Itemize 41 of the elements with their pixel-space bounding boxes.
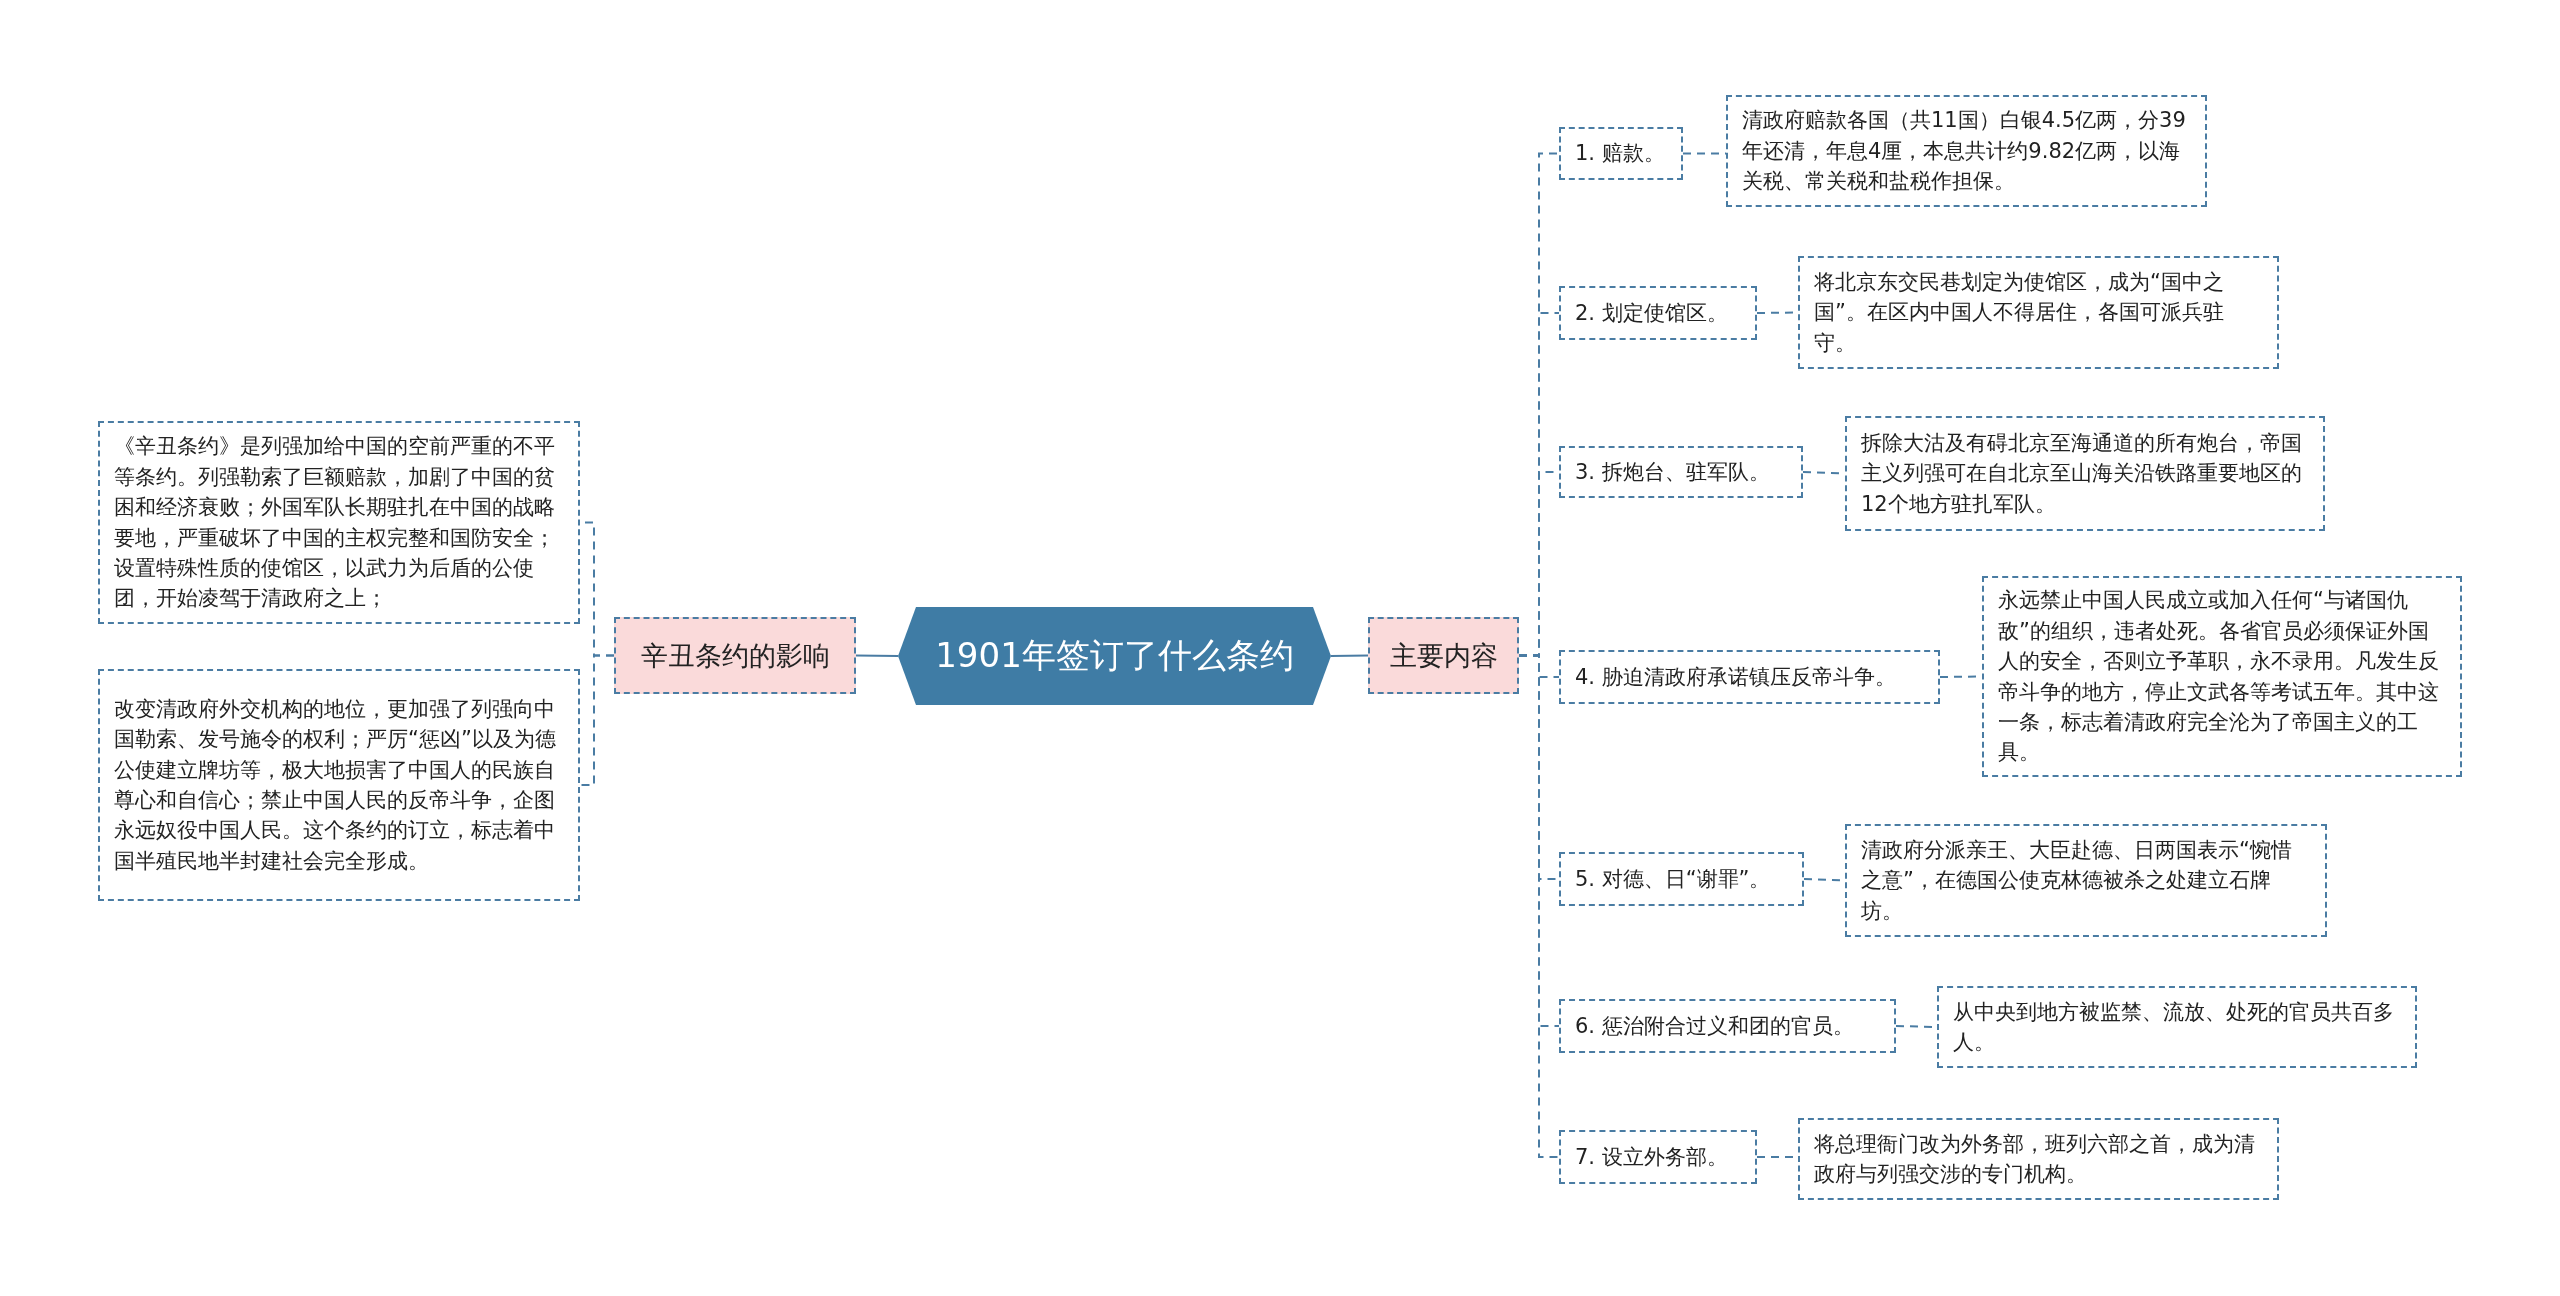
topic-title: 1901年签订了什么条约 xyxy=(935,634,1294,678)
subtopic-box xyxy=(1559,650,1940,704)
detail-text: 改变清政府外交机构的地位，更加强了列强向中国勒索、发号施令的权利；严厉“惩凶”以及为德公使建立牌坊等，极大地损害了中国人的民族自尊心和自信心；禁止中国人民的反帝斗争，企图永远奴役中国人民。这个条约的订立，标志着中国半殖民地半封建社会完全形成。 xyxy=(114,695,557,875)
topic-label: 7. 设立外务部。 xyxy=(1575,1143,1728,1171)
topic-label: 辛丑条约的影响 xyxy=(640,638,830,673)
branch-topic xyxy=(1368,617,1519,694)
detail-text: 将北京东交民巷划定为使馆区，成为“国中之国”。在区内中国人不得居住，各国可派兵驻守。 xyxy=(1814,268,2225,357)
detail-box xyxy=(1798,256,2279,369)
detail-box xyxy=(1726,95,2207,207)
connector-line xyxy=(579,654,615,786)
detail-text: 清政府赔款各国（共11国）白银4.5亿两，分39年还清，年息4厘，本息共计约9.82亿两，以海关税、常关税和盐税作担保。 xyxy=(1742,107,2187,196)
subtopic-box xyxy=(1559,999,1896,1053)
detail-box xyxy=(1845,824,2327,937)
topic-label: 2. 划定使馆区。 xyxy=(1575,299,1728,327)
topic-label: 4. 胁迫清政府承诺镇压反帝斗争。 xyxy=(1575,663,1896,691)
topic-label: 主要内容 xyxy=(1389,638,1498,673)
detail-text: 将总理衙门改为外务部，班列六部之首，成为清政府与列强交涉的专门机构。 xyxy=(1814,1130,2256,1188)
topic-label: 1. 赔款。 xyxy=(1575,140,1665,168)
subtopic-box xyxy=(1559,286,1757,340)
connector-line xyxy=(855,654,899,657)
subtopic-box xyxy=(1559,1130,1757,1184)
topic-label: 3. 拆炮台、驻军队。 xyxy=(1575,458,1770,486)
subtopic-box xyxy=(1559,127,1683,180)
detail-box xyxy=(1937,986,2417,1068)
detail-box xyxy=(98,421,580,624)
connector-line xyxy=(1330,654,1369,657)
detail-text: 永远禁止中国人民成立或加入任何“与诸国仇敌”的组织，违者处死。各省官员必须保证外国人的安全，否则立予革职，永不录用。凡发生反帝斗争的地方，停止文武各等考试五年。其中这一条，标志着清政府完全沦为了帝国主义的工具。 xyxy=(1998,587,2440,767)
detail-box xyxy=(1982,576,2462,777)
central-topic xyxy=(898,607,1331,705)
detail-text: 《辛丑条约》是列强加给中国的空前严重的不平等条约。列强勒索了巨额赔款，加剧了中国的贫困和经济衰败；外国军队长期驻扎在中国的战略要地，严重破坏了中国的主权完整和国防安全；设置特殊性质的使馆区，以武力为后盾的公使团，开始凌驾于清政府之上； xyxy=(114,433,556,613)
topic-label: 5. 对德、日“谢罪”。 xyxy=(1575,865,1771,893)
topic-label: 6. 惩治附合过义和团的官员。 xyxy=(1575,1012,1854,1040)
subtopic-box xyxy=(1559,446,1803,498)
detail-text: 拆除大沽及有碍北京至海通道的所有炮台，帝国主义列强可在自北京至山海关沿铁路重要地区的12个地方驻扎军队。 xyxy=(1861,429,2303,518)
detail-text: 清政府分派亲王、大臣赴德、日两国表示“惋惜之意”，在德国公使克林德被杀之处建立石牌坊。 xyxy=(1861,836,2293,925)
detail-box xyxy=(1845,416,2325,531)
detail-box xyxy=(98,669,580,901)
branch-topic xyxy=(614,617,856,694)
subtopic-box xyxy=(1559,852,1804,906)
detail-text: 从中央到地方被监禁、流放、处死的官员共百多人。 xyxy=(1953,998,2395,1056)
detail-box xyxy=(1798,1118,2279,1200)
